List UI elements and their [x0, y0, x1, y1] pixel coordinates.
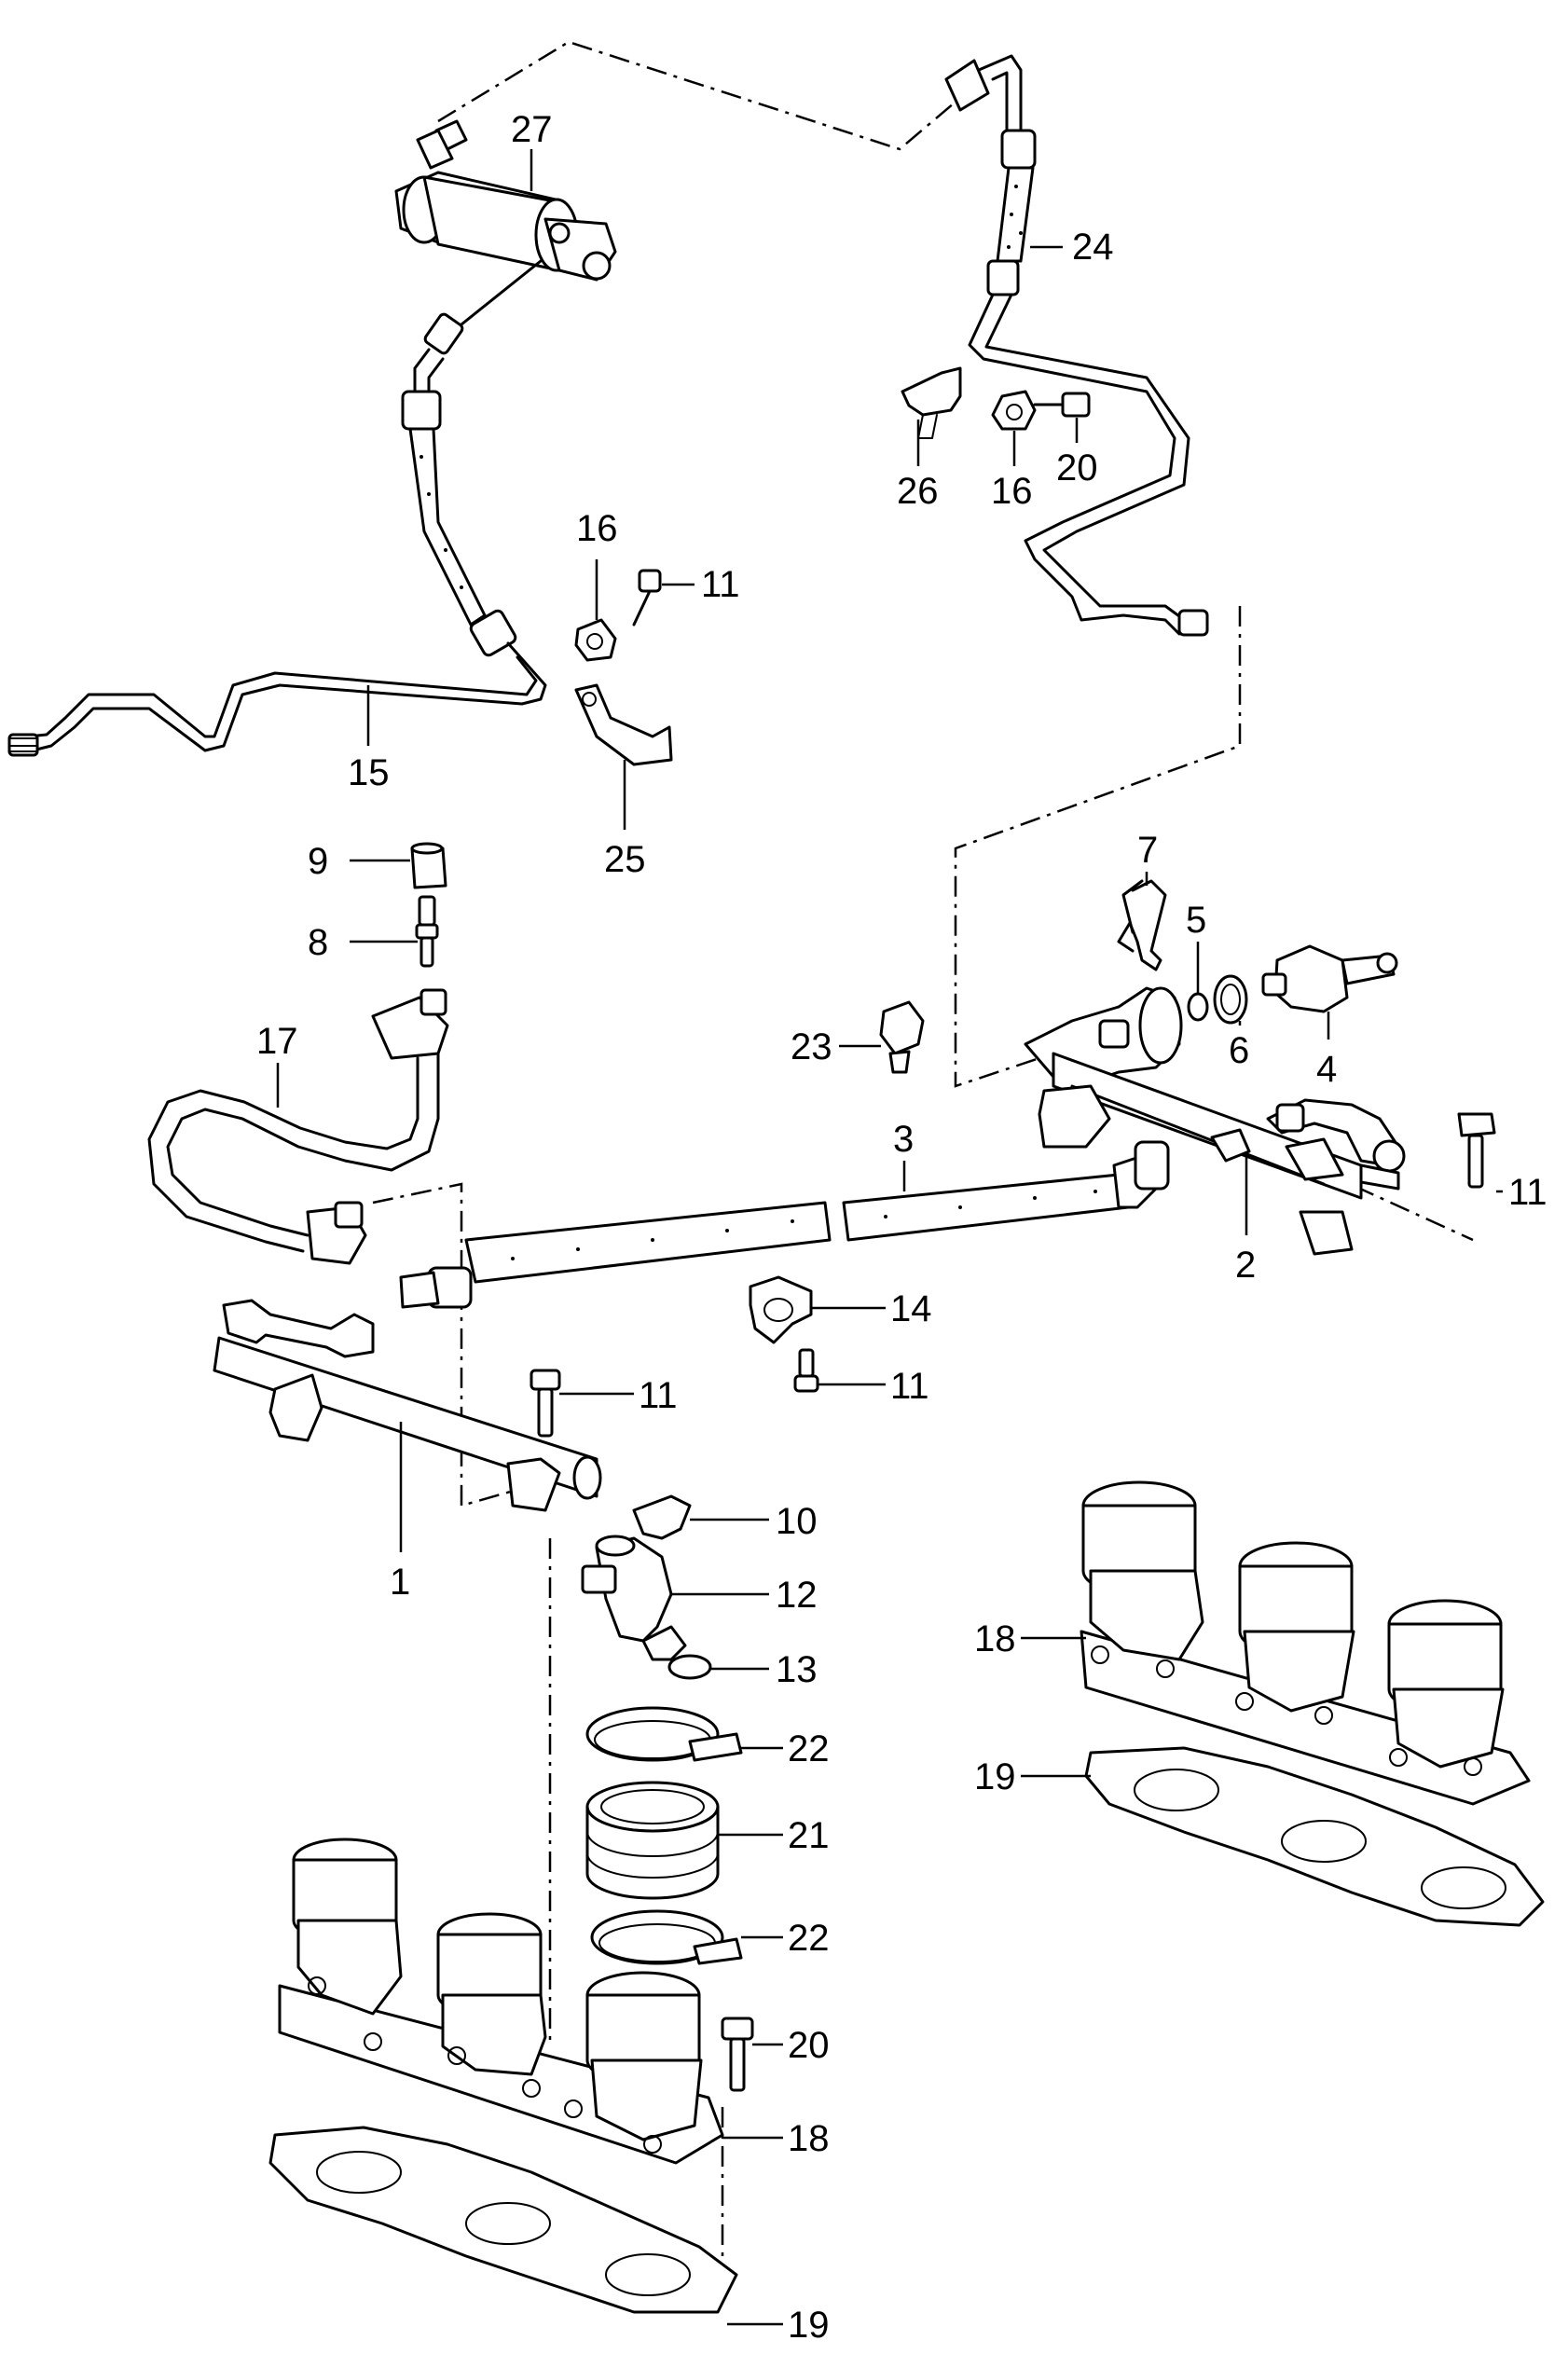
- gasket-part-19-upper: [1084, 1746, 1545, 1927]
- seal-part-6: [1213, 974, 1248, 1025]
- clip-part-23: [879, 1000, 925, 1074]
- callout-5: 5: [1186, 900, 1206, 941]
- callout-7: 7: [1137, 830, 1158, 871]
- callout-2: 2: [1235, 1245, 1256, 1286]
- callout-18-lower: 18: [788, 2118, 830, 2159]
- o-ring-part-13: [667, 1654, 712, 1680]
- fuel-rail-part-2: [1024, 986, 1406, 1256]
- callout-20-upper: 20: [1056, 447, 1098, 489]
- bolt-part-20-upper: [1033, 392, 1091, 418]
- assembly-dash-lines: [372, 40, 1474, 2303]
- callout-14: 14: [890, 1288, 932, 1329]
- fuel-rail-part-1: [213, 1299, 602, 1512]
- cap-part-9: [410, 842, 447, 889]
- bolt-part-11-mid-2: [793, 1348, 819, 1393]
- fuel-line-part-15: [7, 312, 547, 757]
- callout-8: 8: [308, 922, 328, 963]
- callout-15: 15: [348, 752, 390, 793]
- callout-19-lower: 19: [788, 2305, 830, 2346]
- callout-4: 4: [1316, 1049, 1337, 1090]
- fuel-hose-part-3: [399, 1140, 1170, 1309]
- injector-part-12: [581, 1535, 687, 1661]
- callout-6: 6: [1229, 1030, 1249, 1071]
- callout-11-right: 11: [1508, 1172, 1547, 1213]
- callout-24: 24: [1072, 227, 1114, 268]
- callout-25: 25: [604, 839, 646, 880]
- callout-16-upper: 16: [991, 471, 1033, 512]
- callout-18-upper: 18: [974, 1618, 1016, 1659]
- callout-27: 27: [511, 109, 553, 150]
- callout-10: 10: [776, 1501, 818, 1542]
- callout-16-left: 16: [576, 508, 618, 549]
- bolt-part-11-upper: [632, 569, 662, 626]
- callout-23: 23: [791, 1026, 832, 1067]
- gasket-part-19-lower: [268, 2126, 738, 2314]
- bolt-part-20-lower: [721, 2017, 754, 2092]
- hose-part-17: [147, 988, 449, 1265]
- leader-lines: [276, 149, 1503, 2326]
- callout-12: 12: [776, 1575, 818, 1616]
- callout-21: 21: [788, 1815, 830, 1856]
- callout-labels: 27 24 26 16 20 16 11 15 25 9 8 17 7 5 6 …: [256, 109, 1547, 2346]
- fuel-line-part-24: [944, 54, 1209, 637]
- callout-22-lower: 22: [788, 1918, 830, 1959]
- bolt-part-11-mid-1: [530, 1369, 561, 1438]
- callout-20-lower: 20: [788, 2025, 830, 2066]
- callout-11-mid-left: 11: [639, 1375, 678, 1416]
- intake-manifold-part-18-lower: [278, 1838, 724, 2165]
- hose-clamp-part-22-lower: [590, 1909, 743, 1965]
- bracket-part-25: [574, 683, 673, 766]
- callout-3: 3: [893, 1119, 914, 1160]
- bracket-part-26: [901, 366, 962, 439]
- fuel-filter-part-27: [394, 119, 617, 337]
- o-ring-part-5: [1187, 992, 1209, 1022]
- bolt-part-11-right: [1457, 1112, 1496, 1189]
- intake-manifold-part-18-upper: [1080, 1480, 1531, 1806]
- pressure-regulator-part-4: [1261, 944, 1398, 1013]
- clip-part-16-upper: [991, 390, 1037, 431]
- callout-11-mid-right: 11: [890, 1366, 929, 1407]
- spring-clip-part-7: [1117, 879, 1167, 971]
- callout-1: 1: [390, 1562, 410, 1603]
- hose-clamp-part-22-upper: [585, 1706, 743, 1762]
- callout-26: 26: [897, 471, 939, 512]
- callout-13: 13: [776, 1649, 818, 1690]
- clamp-part-14: [749, 1275, 813, 1344]
- clip-part-10: [632, 1494, 692, 1540]
- sleeve-part-21: [585, 1781, 720, 1900]
- callout-11-upper: 11: [701, 564, 740, 605]
- callout-9: 9: [308, 841, 328, 882]
- clip-part-16-left: [574, 618, 617, 662]
- callout-22-upper: 22: [788, 1728, 830, 1769]
- callout-19-upper: 19: [974, 1756, 1016, 1797]
- valve-part-8: [415, 895, 439, 968]
- callout-17: 17: [256, 1021, 298, 1062]
